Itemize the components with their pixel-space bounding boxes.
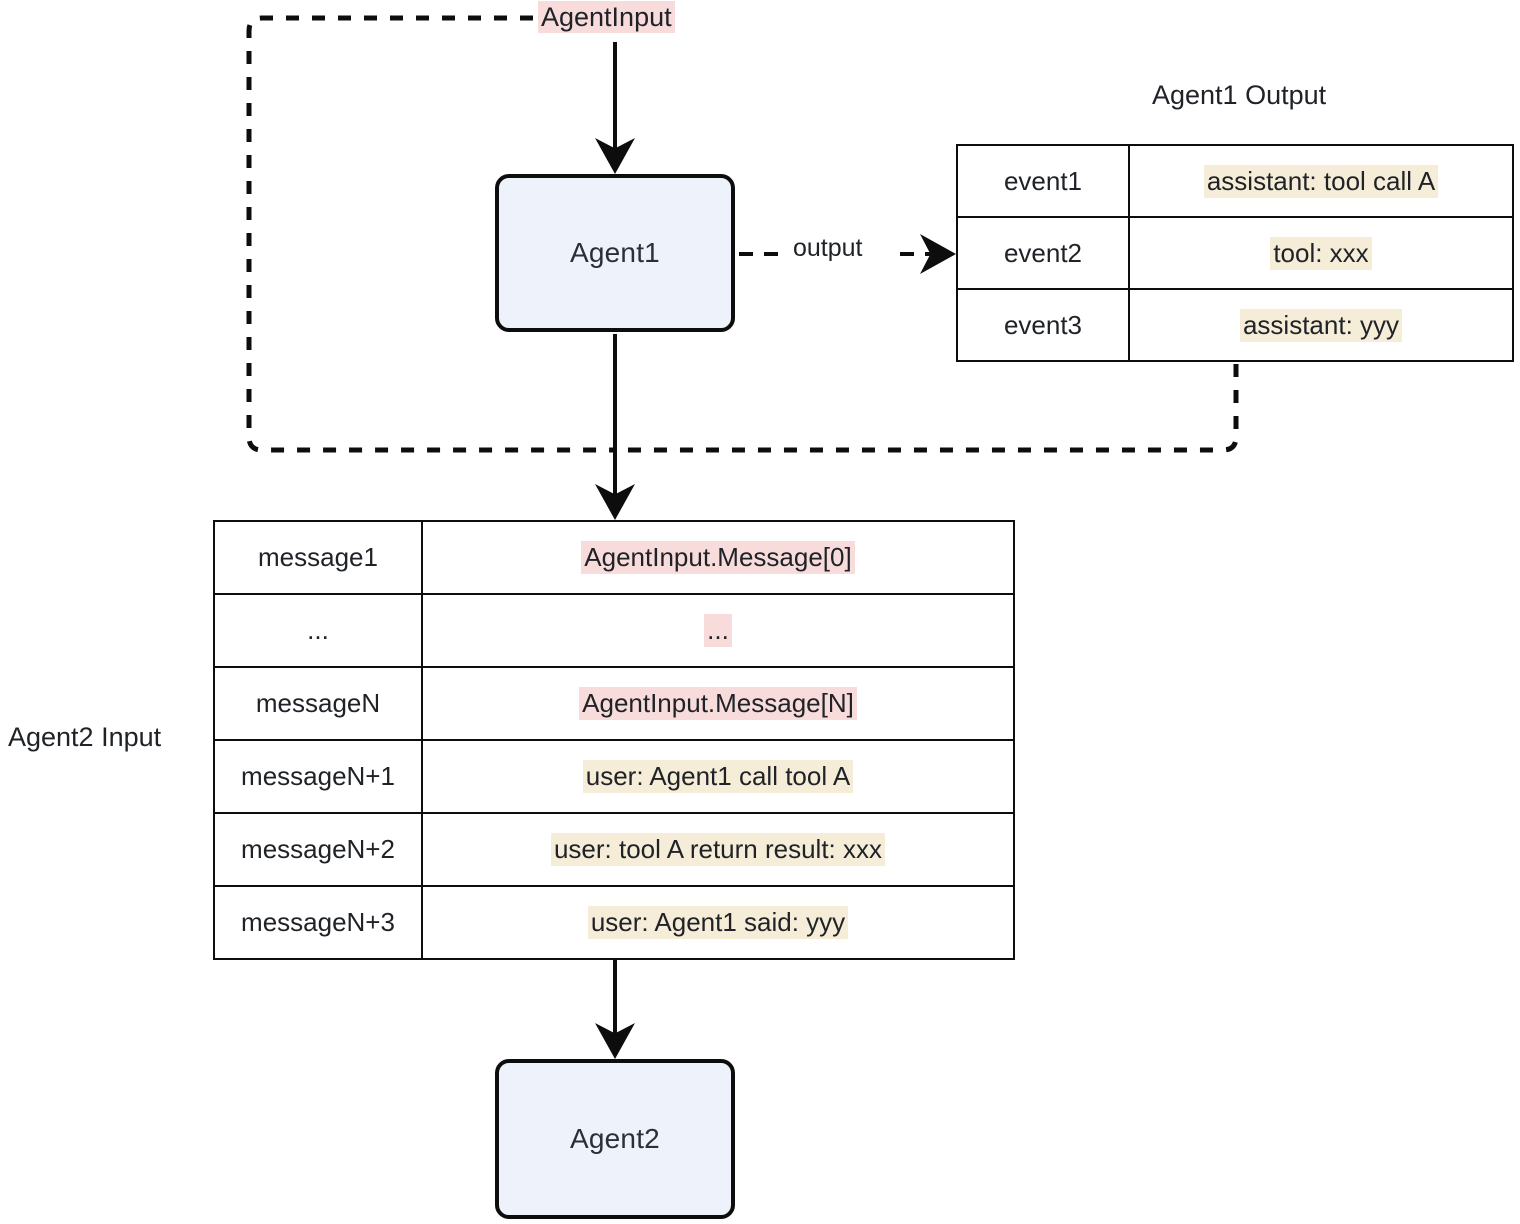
agent2-node[interactable]: Agent2 <box>495 1059 735 1219</box>
agent2-input-row-value-text: user: tool A return result: xxx <box>550 833 886 866</box>
agent2-input-row: messageN+1 user: Agent1 call tool A <box>213 739 1015 814</box>
agent2-input-row-key: messageN+3 <box>213 885 423 960</box>
agent2-input-row-value: user: tool A return result: xxx <box>421 812 1015 887</box>
agent1-output-row-value-text: tool: xxx <box>1270 236 1372 270</box>
agent1-output-row-value: assistant: yyy <box>1128 288 1514 362</box>
agent1-output-table-body: event1 assistant: tool call A event2 tool: … <box>956 144 1514 362</box>
agent2-input-row: message1 AgentInput.Message[0] <box>213 520 1015 595</box>
agent2-input-row-value: user: Agent1 call tool A <box>421 739 1015 814</box>
agent1-output-row-key: event2 <box>956 216 1130 290</box>
agent2-input-row-value: user: Agent1 said: yyy <box>421 885 1015 960</box>
agent2-input-row-value-text: AgentInput.Message[0] <box>581 541 855 574</box>
agent2-input-row-value-text: user: Agent1 said: yyy <box>587 906 849 939</box>
agent1-node[interactable]: Agent1 <box>495 174 735 332</box>
agent1-output-row-value-text: assistant: tool call A <box>1203 164 1439 198</box>
agent2-input-row-key: message1 <box>213 520 423 595</box>
agent1-output-row-value: tool: xxx <box>1128 216 1514 290</box>
edge-output-table-to-merge <box>617 364 1239 453</box>
agent1-output-table: event1 assistant: tool call A event2 tool: … <box>956 144 1514 362</box>
agent2-input-row: ...... <box>213 593 1015 668</box>
agent1-output-row: event3 assistant: yyy <box>956 288 1514 362</box>
agent2-input-title: Agent2 Input <box>8 722 162 752</box>
agent1-output-row: event1 assistant: tool call A <box>956 144 1514 218</box>
agent2-input-row-value-text: AgentInput.Message[N] <box>579 687 857 720</box>
agent-input-text: AgentInput <box>538 1 675 33</box>
agent-input-label: AgentInput <box>538 1 675 33</box>
agent1-output-row-key: event3 <box>956 288 1130 362</box>
agent2-input-row: messageN+2 user: tool A return result: xx… <box>213 812 1015 887</box>
agent2-input-row-key: ... <box>213 593 423 668</box>
agent2-input-row-key: messageN+2 <box>213 812 423 887</box>
agent2-input-row-value: ... <box>421 593 1015 668</box>
agent2-input-row: messageN+3 user: Agent1 said: yyy <box>213 885 1015 960</box>
agent1-output-title: Agent1 Output <box>1152 80 1327 110</box>
output-edge-label: output <box>793 234 863 262</box>
agent1-node-label: Agent1 <box>570 237 660 268</box>
agent1-output-row: event2 tool: xxx <box>956 216 1514 290</box>
agent2-input-row-value-text: ... <box>704 614 732 647</box>
agent2-input-row-value: AgentInput.Message[N] <box>421 666 1015 741</box>
agent1-output-row-value: assistant: tool call A <box>1128 144 1514 218</box>
agent1-output-row-key: event1 <box>956 144 1130 218</box>
agent2-input-row-key: messageN+1 <box>213 739 423 814</box>
agent1-output-row-value-text: assistant: yyy <box>1239 308 1403 342</box>
agent2-input-row: messageN AgentInput.Message[N] <box>213 666 1015 741</box>
agent2-input-row-value: AgentInput.Message[0] <box>421 520 1015 595</box>
agent2-input-row-key: messageN <box>213 666 423 741</box>
agent2-input-row-value-text: user: Agent1 call tool A <box>582 760 854 793</box>
agent2-node-label: Agent2 <box>570 1123 660 1154</box>
